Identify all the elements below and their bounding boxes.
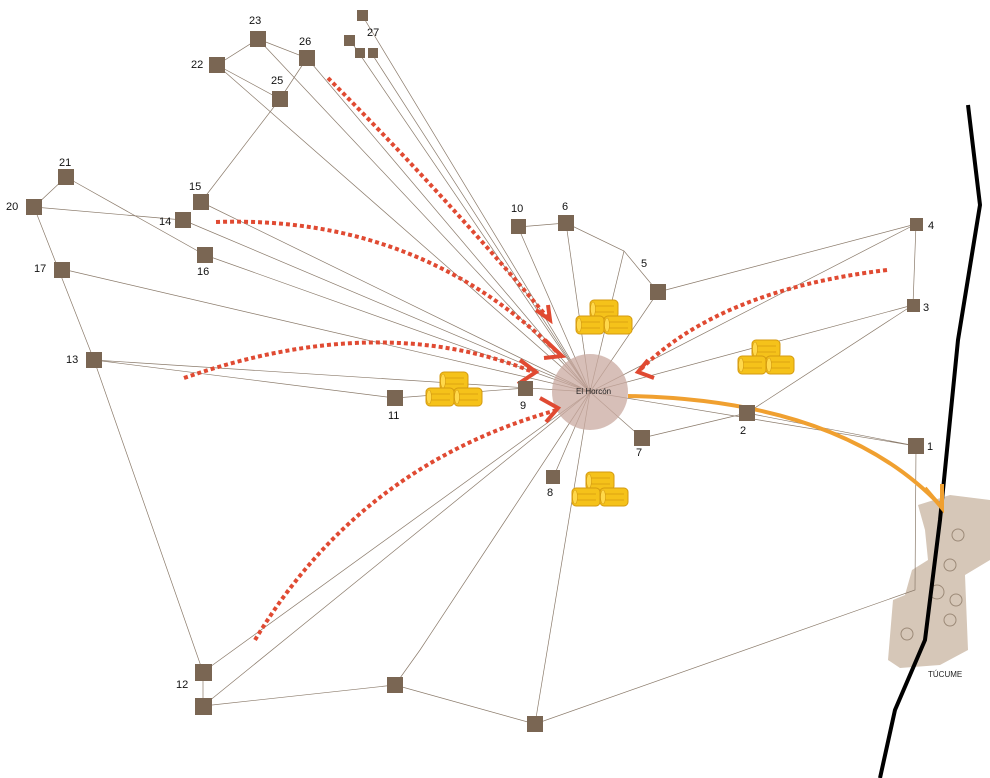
node-label-8: 8 (547, 487, 553, 499)
node-26 (299, 50, 315, 66)
node-label-13: 13 (66, 354, 78, 366)
node-label-15: 15 (189, 181, 201, 193)
node-label-4: 4 (928, 220, 934, 232)
node-27d (368, 48, 378, 58)
node-label-5: 5 (641, 258, 647, 270)
node-labels: 1 2 3 4 5 6 7 8 9 10 11 12 13 14 15 16 1… (6, 15, 934, 691)
hay-bale-icon (576, 298, 632, 334)
node-27b (344, 35, 355, 46)
node-label-11: 11 (388, 410, 399, 422)
node-label-6: 6 (562, 201, 568, 213)
collection-arrowheads (516, 304, 655, 424)
node-1 (908, 438, 924, 454)
hay-bale-icon (426, 370, 482, 406)
node-27c (355, 48, 365, 58)
node-5 (650, 284, 666, 300)
node-22 (209, 57, 225, 73)
node-label-22: 22 (191, 59, 203, 71)
node-3 (907, 299, 920, 312)
node-10 (511, 219, 526, 234)
node-13 (86, 352, 102, 368)
node-label-17: 17 (34, 263, 46, 275)
node-label-3: 3 (923, 302, 929, 314)
town-label: TÚCUME (928, 670, 962, 679)
node-25 (272, 91, 288, 107)
node-label-2: 2 (740, 425, 746, 437)
node-label-1: 1 (927, 441, 933, 453)
node-label-26: 26 (299, 36, 311, 48)
collection-arrow (183, 76, 888, 642)
node-label-16: 16 (197, 266, 209, 278)
node-17 (54, 262, 70, 278)
node-12b (195, 698, 212, 715)
hay-bale-icon (572, 470, 628, 506)
node-label-27: 27 (367, 27, 379, 39)
node-8 (546, 470, 560, 484)
node-2 (739, 405, 755, 421)
node-label-7: 7 (636, 447, 642, 459)
node-label-10: 10 (511, 203, 523, 215)
node-extra-b (527, 716, 543, 732)
node-23 (250, 31, 266, 47)
district-boundary (878, 104, 983, 778)
node-label-25: 25 (271, 75, 283, 87)
node-12a (195, 664, 212, 681)
node-27a (357, 10, 368, 21)
node-15 (193, 194, 209, 210)
node-6 (558, 215, 574, 231)
node-16 (197, 247, 213, 263)
hay-bale-icon (738, 338, 794, 374)
node-label-9: 9 (520, 400, 526, 412)
node-4 (910, 218, 923, 231)
hub-label: El Horcón (576, 387, 611, 396)
node-11 (387, 390, 403, 406)
node-21 (58, 169, 74, 185)
node-7 (634, 430, 650, 446)
node-label-21: 21 (59, 157, 71, 169)
export-arrow (627, 394, 944, 514)
node-label-23: 23 (249, 15, 261, 27)
tucume-town: TÚCUME (888, 495, 990, 679)
node-label-14: 14 (159, 216, 171, 228)
node-20 (26, 199, 42, 215)
node-9 (518, 381, 533, 396)
nodes (26, 10, 924, 732)
node-label-12: 12 (176, 679, 188, 691)
node-extra-a (387, 677, 403, 693)
el-horcon-hub: El Horcón (552, 354, 628, 430)
node-14 (175, 212, 191, 228)
node-label-20: 20 (6, 201, 18, 213)
